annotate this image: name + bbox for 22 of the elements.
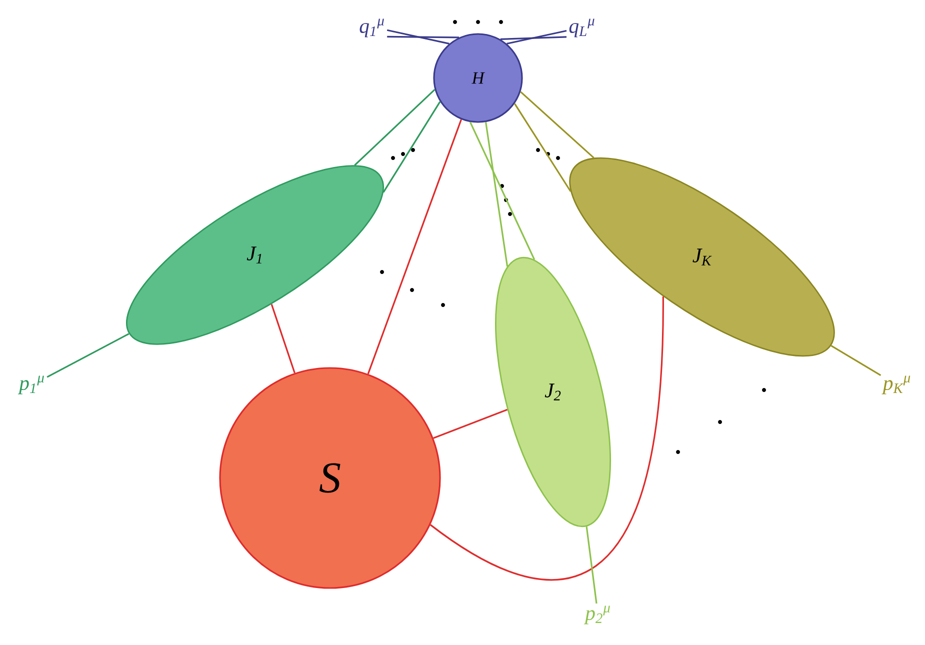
connector-line <box>386 29 450 44</box>
momentum-label: q$_{L}$μ <box>569 18 594 38</box>
connector-line <box>485 122 508 267</box>
connector-line <box>270 304 296 374</box>
connector-line <box>430 296 664 581</box>
connector-line <box>520 91 594 158</box>
momentum-label: q$_{1}$μ <box>360 18 384 38</box>
connector-line <box>586 526 598 604</box>
connector-line <box>514 103 572 192</box>
momentum-label: p$_{1}$μ <box>18 376 44 394</box>
connector-line <box>354 89 436 166</box>
connector-line <box>470 122 536 260</box>
momentum-label: p$_{K}$μ <box>882 376 910 394</box>
connector-line <box>506 30 567 44</box>
connector-line <box>382 101 441 193</box>
momentum-label: p$_{2}$μ <box>584 606 610 624</box>
connector-line <box>830 345 882 376</box>
connector-line <box>387 36 460 38</box>
connector-line <box>433 408 508 439</box>
connector-line <box>46 333 130 378</box>
connector-line <box>367 119 462 374</box>
connector-line <box>500 36 567 40</box>
